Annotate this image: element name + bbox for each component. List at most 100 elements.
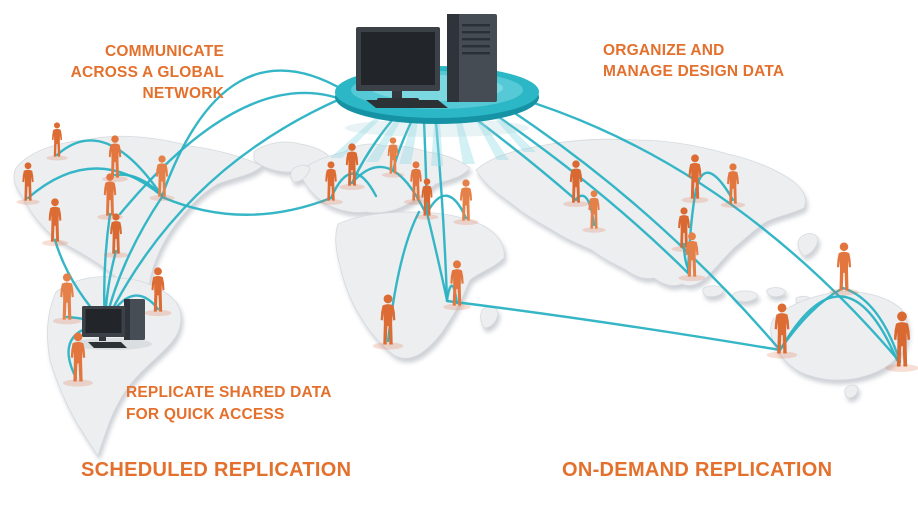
person-shadow xyxy=(63,379,93,387)
regional-monitor-stand xyxy=(99,337,106,341)
person-silhouette-icon xyxy=(569,160,583,203)
continent-shape xyxy=(702,285,725,298)
person-shadow xyxy=(582,227,606,233)
person-body xyxy=(51,128,63,157)
person-head xyxy=(897,311,907,322)
person-silhouette-icon xyxy=(48,198,62,242)
person-body xyxy=(110,221,122,254)
person-body xyxy=(70,341,86,382)
person-body xyxy=(325,168,337,201)
network-line xyxy=(55,139,164,198)
person-body xyxy=(459,187,473,221)
person-body xyxy=(893,322,911,367)
person-shadow xyxy=(766,351,798,359)
person-body xyxy=(60,282,74,320)
network-line xyxy=(434,120,449,302)
person-figure xyxy=(415,178,439,220)
continent-shape xyxy=(299,143,471,214)
person-silhouette-icon xyxy=(155,155,169,197)
person-body xyxy=(421,185,433,216)
person-figure xyxy=(563,160,589,208)
person-head xyxy=(112,213,120,221)
light-ray xyxy=(456,122,475,164)
person-figure xyxy=(41,198,69,247)
person-head xyxy=(729,163,737,171)
person-shadow xyxy=(885,364,918,372)
regional-computer-group xyxy=(72,299,152,350)
person-silhouette-icon xyxy=(685,232,699,277)
person-silhouette-icon xyxy=(22,162,34,201)
person-head xyxy=(462,179,470,187)
network-line xyxy=(513,95,902,364)
network-line xyxy=(422,119,429,215)
person-silhouette-icon xyxy=(727,163,739,204)
person-body xyxy=(450,269,464,306)
person-head xyxy=(348,143,356,151)
continent-shape xyxy=(844,384,859,399)
person-shadow xyxy=(46,155,68,161)
person-silhouette-icon xyxy=(678,207,690,248)
person-shadow xyxy=(415,214,439,220)
world-map xyxy=(13,135,909,457)
person-body xyxy=(836,251,852,291)
continent-shape xyxy=(335,211,505,359)
person-shadow xyxy=(52,317,82,325)
person-head xyxy=(154,267,162,276)
light-ray xyxy=(491,114,536,152)
person-shadow xyxy=(103,252,129,258)
person-figure xyxy=(63,332,93,387)
person-head xyxy=(389,137,397,144)
person-head xyxy=(839,242,849,251)
person-silhouette-icon xyxy=(325,161,337,201)
person-head xyxy=(688,232,696,241)
person-silhouette-icon xyxy=(450,260,464,306)
person-body xyxy=(48,206,62,242)
person-figure xyxy=(319,161,343,205)
person-silhouette-icon xyxy=(380,294,396,345)
person-silhouette-icon xyxy=(774,303,790,354)
tower-front-panel xyxy=(447,14,459,102)
network-line xyxy=(841,286,902,364)
person-head xyxy=(572,160,580,168)
person-silhouette-icon xyxy=(151,267,165,312)
person-shadow xyxy=(381,172,405,178)
person-shadow xyxy=(372,342,404,350)
regional-tower-front xyxy=(124,299,130,340)
light-ray xyxy=(475,119,509,160)
person-silhouette-icon xyxy=(893,311,911,367)
person-figure xyxy=(720,163,746,208)
person-body xyxy=(103,181,117,216)
network-line xyxy=(425,211,449,302)
person-figure xyxy=(582,190,606,233)
network-line xyxy=(467,112,578,202)
person-body xyxy=(588,197,600,229)
person-silhouette-icon xyxy=(410,161,422,201)
continent-shape xyxy=(47,276,182,457)
regional-monitor-screen xyxy=(85,309,122,333)
tower-vent xyxy=(462,45,490,48)
person-shadow xyxy=(319,199,343,205)
network-line xyxy=(160,195,333,216)
person-head xyxy=(590,190,598,198)
person-figure xyxy=(149,155,175,201)
person-shadow xyxy=(720,202,746,208)
person-body xyxy=(727,171,739,204)
person-body xyxy=(569,168,583,203)
person-head xyxy=(73,332,83,342)
person-figure xyxy=(381,137,405,178)
person-head xyxy=(106,173,114,181)
label-communicate-across-global-network: COMMUNICATE ACROSS A GLOBAL NETWORK xyxy=(70,43,224,102)
person-body xyxy=(688,162,702,199)
person-figure xyxy=(372,294,404,350)
person-shadow xyxy=(102,175,128,183)
network-line xyxy=(485,107,690,275)
monitor-stand xyxy=(392,91,402,99)
person-silhouette-icon xyxy=(836,242,852,291)
person-shadow xyxy=(339,183,365,191)
person-body xyxy=(155,163,169,197)
person-shadow xyxy=(443,303,471,311)
title-scheduled-replication: SCHEDULED REPLICATION xyxy=(81,459,352,481)
central-server-group xyxy=(330,14,539,166)
network-line xyxy=(499,102,782,352)
